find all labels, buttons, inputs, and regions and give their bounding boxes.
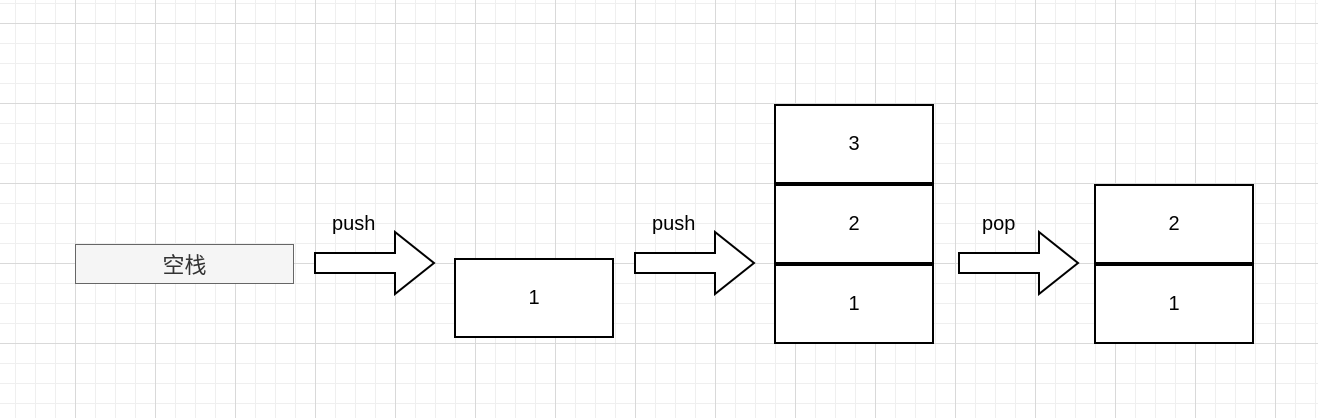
stack-2-cell: 2 (774, 184, 934, 264)
stack-2-cell: 1 (774, 264, 934, 344)
arrow-right-icon (314, 230, 436, 296)
empty-stack: 空栈 (75, 244, 294, 284)
arrow-right-icon (634, 230, 756, 296)
pop-label: pop (982, 213, 1016, 235)
stack-2-cell: 3 (774, 104, 934, 184)
arrow-right-icon (958, 230, 1080, 296)
stack-1-cell: 1 (454, 258, 614, 338)
stack-3-cell: 1 (1094, 264, 1254, 344)
stack-3-cell: 2 (1094, 184, 1254, 264)
push-label-1: push (332, 213, 376, 235)
push-label-2: push (652, 213, 696, 235)
